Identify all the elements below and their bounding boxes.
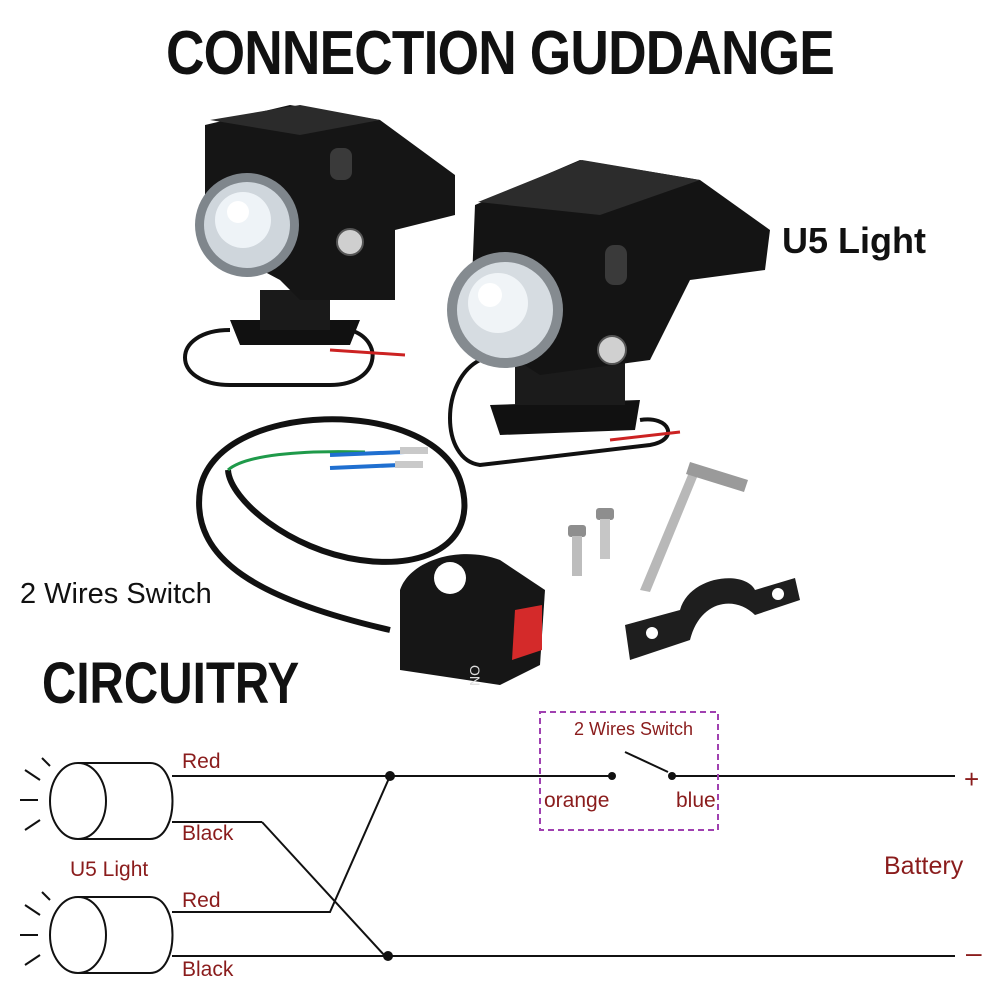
circuit-wires: [172, 751, 955, 957]
wire-label-black-top: Black: [182, 822, 234, 845]
u5-light-label: U5 Light: [782, 220, 926, 261]
orange-wire-label: orange: [544, 789, 610, 812]
lower-light-symbol: [20, 891, 174, 974]
switch-contact-right: [668, 772, 676, 780]
switch-box: [539, 711, 719, 831]
wire-label-black-bottom: Black: [182, 958, 234, 981]
right-light-cable: [448, 358, 681, 468]
right-light: [447, 160, 770, 435]
junction-upper: [385, 771, 395, 781]
wire-label-red-top: Red: [182, 750, 221, 773]
switch-cable: [196, 416, 468, 633]
negative-terminal-label: –: [966, 937, 982, 968]
blue-wire-label: blue: [676, 789, 716, 812]
junction-lower: [383, 951, 393, 961]
switch-photo-label: 2 Wires Switch: [20, 578, 212, 610]
circuitry-heading: CIRCUITRY: [42, 651, 300, 716]
mount-bracket: [625, 578, 800, 660]
switch-contact-left: [608, 772, 616, 780]
u5-light-circuit-label: U5 Light: [70, 858, 149, 881]
switch-on-text: ON: [467, 665, 483, 686]
circuit-diagram: [20, 711, 955, 974]
left-light-cable: [183, 328, 406, 387]
wire-label-red-bottom: Red: [182, 889, 221, 912]
left-light: [195, 105, 455, 345]
switch-circuit-label: 2 Wires Switch: [574, 719, 694, 739]
switch-body: ON: [400, 554, 545, 686]
hex-key: [640, 462, 748, 592]
battery-label: Battery: [884, 852, 964, 880]
upper-light-symbol: [20, 757, 174, 840]
positive-terminal-label: +: [964, 764, 980, 794]
bolts: [568, 508, 614, 576]
page-title: CONNECTION GUDDANGE: [166, 19, 835, 88]
